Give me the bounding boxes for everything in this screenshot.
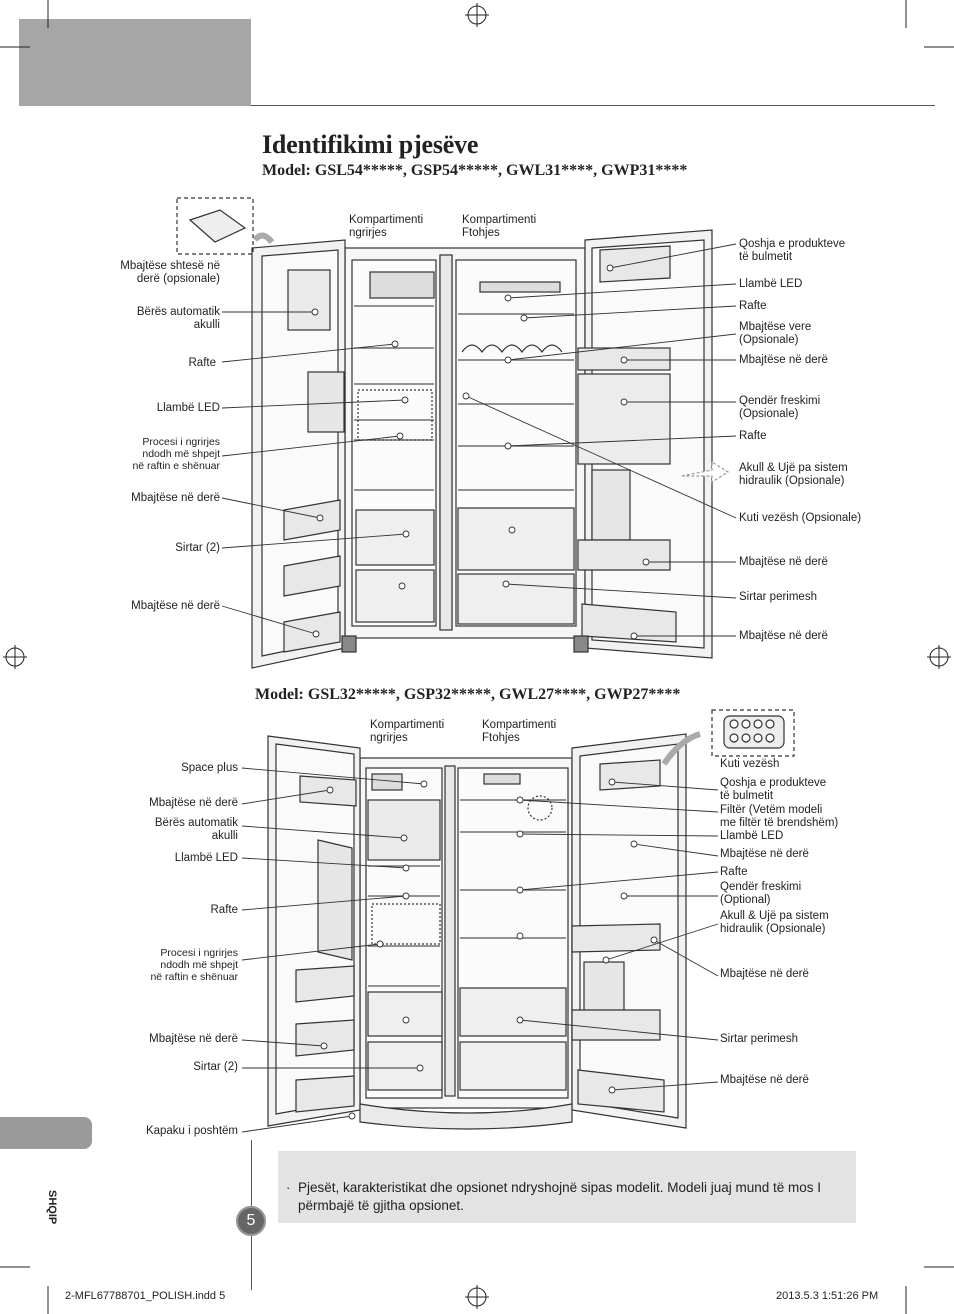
leader-lines-2: [241, 767, 719, 1133]
d1-right-label-7: Akull & Ujë pa sistem hidraulik (Opsiona…: [739, 462, 848, 487]
model-heading-1: Model: GSL54*****, GSP54*****, GWL31****…: [262, 162, 688, 179]
d2-right-label-10: Mbajtëse në derë: [720, 1074, 809, 1086]
footer-file-name: 2-MFL67788701_POLISH.indd 5: [65, 1290, 226, 1302]
d2-left-label-2: Bërës automatik akulli: [154, 817, 238, 842]
d2-right-label-4: Mbajtëse në derë: [720, 848, 809, 860]
d2-right-label-0: Kuti vezësh: [720, 758, 780, 770]
d1-left-label-6: Sirtar (2): [175, 542, 220, 554]
d2-left-label-7: Sirtar (2): [193, 1061, 238, 1073]
d2-left-label-8: Kapaku i poshtëm: [145, 1125, 238, 1137]
fridge-diagram-2: [267, 709, 795, 1130]
leader-lines-1: [221, 243, 737, 637]
page-number-badge: 5: [236, 1206, 266, 1236]
d2-left-label-4: Rafte: [210, 904, 239, 916]
footer-timestamp: 2013.5.3 1:51:26 PM: [776, 1290, 879, 1302]
d2-right-label-2: Filtër (Vetëm modeli me filtër të brends…: [720, 804, 839, 829]
note-bullet: ·: [286, 1180, 291, 1195]
d2-left-label-1: Mbajtëse në derë: [149, 797, 238, 809]
d1-right-label-0: Qoshja e produkteve të bulmetit: [739, 238, 846, 263]
d1-left-label-1: Bërës automatik akulli: [136, 306, 220, 331]
d1-right-label-6: Rafte: [739, 430, 767, 442]
d2-right-label-5: Rafte: [720, 866, 748, 878]
d1-right-label-10: Sirtar perimesh: [739, 591, 817, 603]
d2-right-label-3: Llambë LED: [720, 830, 784, 842]
freezer-compartment-label-2: Kompartimenti ngrirjes: [370, 719, 445, 744]
d1-right-label-3: Mbajtëse vere (Opsionale): [739, 321, 812, 346]
d2-right-label-7: Akull & Ujë pa sistem hidraulik (Opsiona…: [720, 910, 829, 935]
freezer-compartment-label-1: Kompartimenti ngrirjes: [349, 214, 424, 239]
d1-right-label-9: Mbajtëse në derë: [739, 556, 828, 568]
d2-left-label-5: Procesi i ngrirjes ndodh më shpejt në ra…: [150, 947, 238, 983]
page-title: Identifikimi pjesëve: [262, 130, 479, 159]
d2-right-label-9: Sirtar perimesh: [720, 1033, 798, 1045]
language-side-tab: [0, 1117, 92, 1149]
header-gray-block: [19, 19, 251, 106]
fridge-compartment-label-1: Kompartimenti Ftohjes: [462, 214, 537, 239]
d2-left-label-0: Space plus: [181, 762, 238, 774]
d2-left-label-6: Mbajtëse në derë: [149, 1033, 238, 1045]
d2-right-label-8: Mbajtëse në derë: [720, 968, 809, 980]
d1-right-label-4: Mbajtëse në derë: [739, 354, 828, 366]
header-rule: [251, 105, 935, 106]
d2-left-label-3: Llambë LED: [174, 852, 238, 864]
d1-right-label-1: Llambë LED: [739, 278, 803, 290]
d2-right-label-6: Qendër freskimi (Optional): [720, 881, 802, 906]
fridge-compartment-label-2: Kompartimenti Ftohjes: [482, 719, 557, 744]
d1-right-label-11: Mbajtëse në derë: [739, 630, 828, 642]
d2-right-label-1: Qoshja e produkteve të bulmetit: [720, 777, 827, 802]
d1-right-label-5: Qendër freskimi (Opsionale): [739, 395, 821, 420]
d1-left-label-3: Llambë LED: [156, 402, 220, 414]
d1-right-label-8: Kuti vezësh (Opsionale): [739, 512, 862, 524]
note-text: Pjesët, karakteristikat dhe opsionet ndr…: [298, 1180, 822, 1213]
d1-left-label-7: Mbajtëse në derë: [131, 600, 220, 612]
note-box: [278, 1151, 856, 1223]
d1-left-label-5: Mbajtëse në derë: [131, 492, 220, 504]
d1-left-label-0: Mbajtëse shtesë në derë (opsionale): [120, 260, 220, 285]
fridge-diagram-1: [176, 197, 730, 669]
callout-dots-2: [320, 778, 658, 1120]
d1-left-label-4: Procesi i ngrirjes ndodh më shpejt në ra…: [132, 436, 220, 472]
registration-mark-icon: [3, 3, 951, 1309]
model-heading-2: Model: GSL32*****, GSP32*****, GWL27****…: [255, 686, 681, 703]
callout-dots-1: [311, 264, 650, 640]
d1-left-label-2: Rafte: [188, 357, 217, 369]
d1-right-label-2: Rafte: [739, 300, 767, 312]
